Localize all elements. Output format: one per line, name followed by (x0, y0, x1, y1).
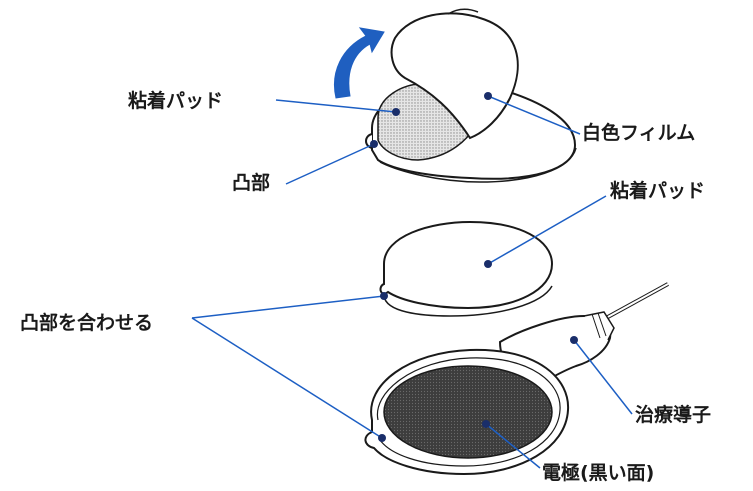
leader-dots (370, 92, 578, 442)
top-pad-assembly (334, 8, 577, 183)
label-protrusion: 凸部 (232, 172, 271, 194)
electrode-black-surface (383, 365, 553, 459)
white-film (390, 12, 519, 140)
curved-arrow-icon (334, 27, 385, 99)
adhesive-pad-disc (379, 220, 554, 310)
adhesive-layer-top (377, 83, 479, 161)
label-treatment-lead: 治療導子 (635, 404, 712, 426)
leader-lines (191, 95, 633, 469)
label-electrode: 電極(黒い面) (542, 462, 655, 484)
label-adhesive-pad-middle: 粘着パッド (610, 180, 706, 202)
middle-pad (379, 220, 554, 317)
label-white-film: 白色フィルム (582, 122, 696, 144)
electrode-assembly (364, 282, 669, 476)
label-align-protrusions: 凸部を合わせる (20, 312, 154, 334)
label-adhesive-pad-top: 粘着パッド (128, 90, 224, 112)
